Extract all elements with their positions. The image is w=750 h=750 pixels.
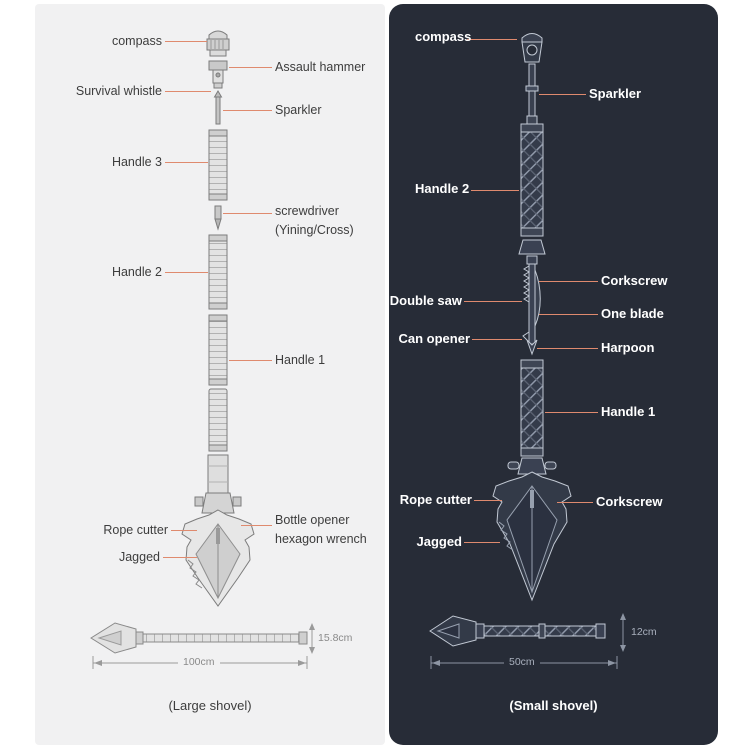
label-screwdriver: screwdriver — [275, 204, 339, 218]
leader-line-survival-whistle — [165, 91, 211, 92]
leader-line-screwdriver — [223, 213, 272, 214]
leader-line-double-saw — [464, 301, 522, 302]
leader-line-compass — [165, 41, 207, 42]
leader-line-bottle-opener — [241, 525, 272, 526]
large-shovel-panel: compass Survival whistle Handle 3 Handle… — [35, 4, 385, 745]
label-one-blade: One blade — [601, 306, 664, 321]
dim-height-large: 15.8cm — [318, 632, 353, 644]
label-compass-small: compass — [415, 29, 472, 44]
label-hexagon-wrench: hexagon wrench — [275, 532, 367, 546]
leader-line-harpoon — [537, 348, 598, 349]
leader-line-jagged-small — [464, 542, 500, 543]
small-shovel-drawing — [429, 33, 626, 669]
leader-line-assault-hammer — [229, 67, 272, 68]
label-survival-whistle: Survival whistle — [75, 84, 162, 98]
leader-line-sparkler-small — [539, 94, 586, 95]
leader-line-handle-2-small — [471, 190, 519, 191]
caption-large-shovel: (Large shovel) — [168, 698, 252, 713]
label-corkscrew-top: Corkscrew — [601, 273, 668, 288]
label-can-opener: Can opener — [398, 331, 470, 346]
leader-line-one-blade — [539, 314, 598, 315]
dim-height-small: 12cm — [631, 626, 657, 638]
leader-line-handle-1-small — [545, 412, 598, 413]
dim-length-small: 50cm — [504, 656, 540, 668]
large-shovel-drawing — [90, 30, 315, 669]
label-assault-hammer: Assault hammer — [275, 60, 366, 74]
label-sparkler: Sparkler — [275, 103, 322, 117]
label-handle-1-small: Handle 1 — [601, 404, 656, 419]
leader-line-rope-cutter-small — [474, 500, 502, 501]
label-compass: compass — [111, 34, 162, 48]
label-handle-2: Handle 2 — [111, 265, 162, 279]
small-shovel-panel: compass Handle 2 Double saw Can opener R… — [389, 4, 718, 745]
label-corkscrew-bottom: Corkscrew — [596, 494, 663, 509]
leader-line-corkscrew-bottom — [557, 502, 593, 503]
leader-line-handle-2 — [165, 272, 208, 273]
leader-line-rope-cutter — [171, 530, 197, 531]
label-handle-2-small: Handle 2 — [415, 181, 470, 196]
leader-line-can-opener — [472, 339, 522, 340]
label-sparkler-small: Sparkler — [589, 86, 642, 101]
label-screwdriver-type: (Yining/Cross) — [275, 223, 354, 237]
label-jagged: Jagged — [118, 550, 160, 564]
label-harpoon: Harpoon — [601, 340, 655, 355]
dim-length-large: 100cm — [178, 656, 220, 668]
label-bottle-opener: Bottle opener — [275, 513, 350, 527]
leader-line-jagged — [163, 557, 197, 558]
label-rope-cutter: Rope cutter — [103, 523, 168, 537]
leader-line-corkscrew-top — [539, 281, 598, 282]
caption-small-shovel: (Small shovel) — [509, 698, 598, 713]
leader-line-sparkler — [223, 110, 272, 111]
label-jagged-small: Jagged — [416, 534, 462, 549]
leader-line-compass-small — [467, 39, 517, 40]
label-handle-1: Handle 1 — [275, 353, 326, 367]
label-handle-3: Handle 3 — [111, 155, 162, 169]
leader-line-handle-1 — [229, 360, 272, 361]
leader-line-handle-3 — [165, 162, 208, 163]
label-double-saw: Double saw — [389, 293, 462, 308]
label-rope-cutter-small: Rope cutter — [399, 492, 472, 507]
